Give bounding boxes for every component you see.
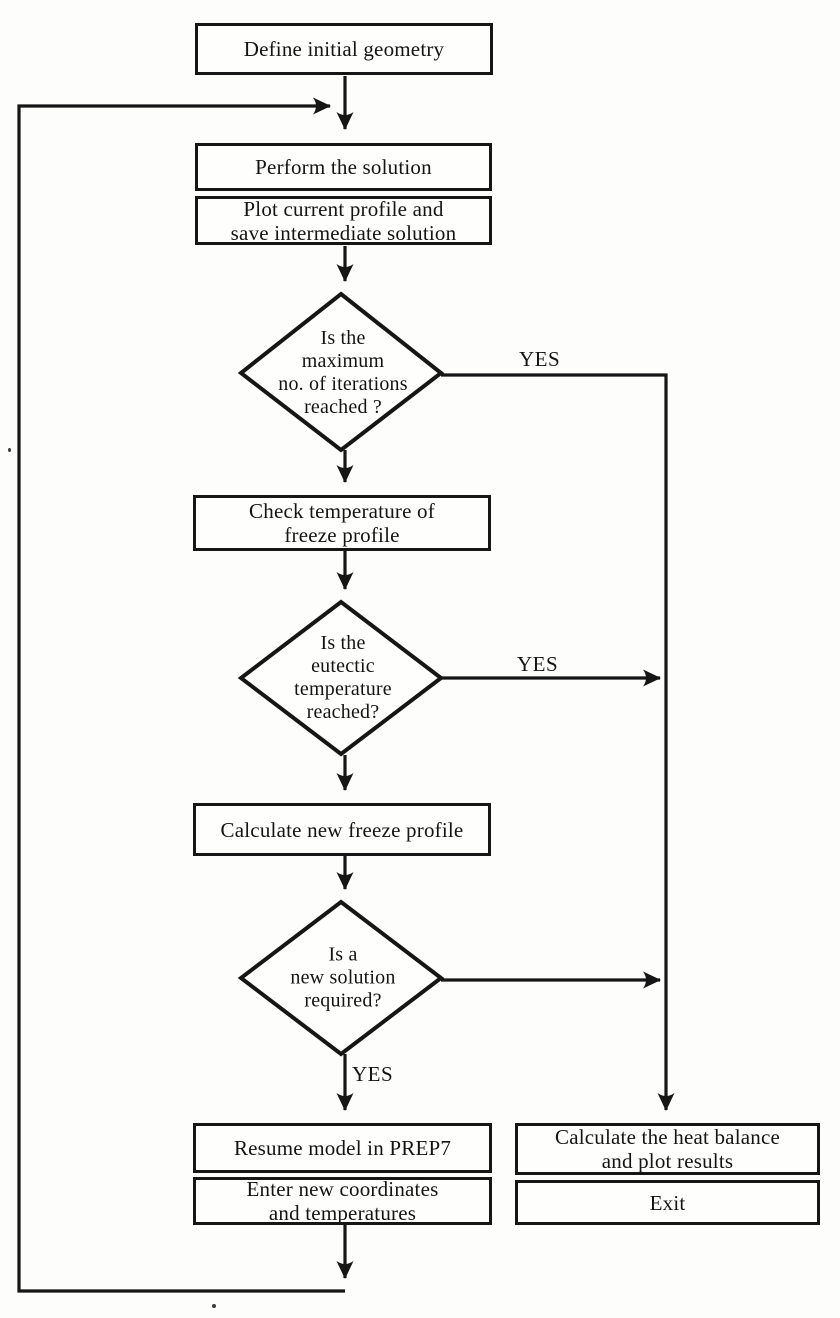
scan-speck	[212, 1304, 216, 1308]
feedback-loop-line	[17, 97, 345, 1293]
decision-new-solution-label: Is a new solution required?	[290, 943, 396, 1012]
scan-speck	[8, 448, 11, 452]
decision-max-iterations-label: Is the maximum no. of iterations reached…	[278, 327, 408, 418]
decision-eutectic-label: Is the eutectic temperature reached?	[294, 632, 392, 723]
node-exit: Exit	[515, 1180, 820, 1225]
decision-new-solution-shape	[237, 899, 445, 1057]
edge-label-iterations-yes: YES	[519, 347, 561, 371]
node-define-geometry: Define initial geometry	[195, 23, 493, 75]
node-check-temperature: Check temperature of freeze profile	[193, 495, 491, 551]
node-perform-solution: Perform the solution	[195, 143, 492, 191]
node-resume-model-prep7: Resume model in PREP7	[193, 1123, 492, 1173]
decision-eutectic-shape	[237, 599, 445, 757]
edge-label-eutectic-yes: YES	[517, 652, 559, 676]
node-heat-balance: Calculate the heat balance and plot resu…	[515, 1123, 820, 1175]
node-plot-save: Plot current profile and save intermedia…	[195, 196, 492, 245]
decision-max-iterations-shape	[237, 291, 445, 453]
connector-iterations-yes-rail	[441, 373, 675, 1111]
node-enter-coordinates: Enter new coordinates and temperatures	[193, 1177, 492, 1225]
node-calculate-freeze-profile: Calculate new freeze profile	[193, 803, 491, 856]
edge-label-new-solution-yes: YES	[352, 1062, 394, 1086]
